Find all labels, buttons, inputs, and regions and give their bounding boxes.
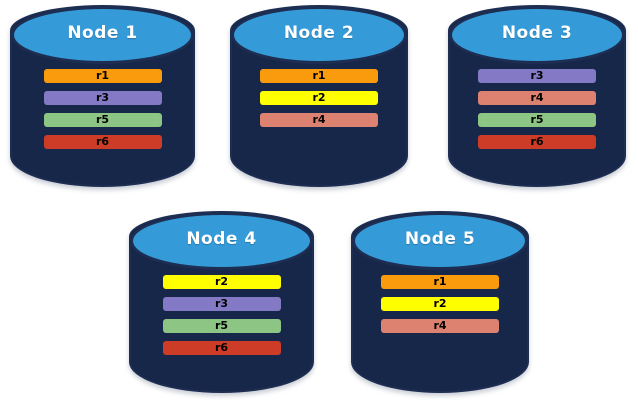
record-label: r5	[214, 319, 229, 332]
record-list: r1 r2 r4	[351, 275, 529, 333]
cylinder-top: Node 4	[130, 212, 313, 270]
record-label: r4	[433, 319, 447, 332]
cylinder-top: Node 2	[231, 6, 407, 64]
record-list: r2 r3 r5 r6	[129, 275, 314, 355]
record-label: r5	[95, 113, 110, 126]
record-label: r3	[214, 297, 229, 310]
record-bar-r5[interactable]: r5	[162, 319, 281, 333]
record-bar-r2[interactable]: r2	[260, 91, 378, 105]
record-list: r3 r4 r5 r6	[448, 69, 626, 149]
record-label: r2	[214, 275, 229, 288]
record-label: r1	[95, 69, 110, 82]
record-bar-r5[interactable]: r5	[43, 113, 162, 127]
record-bar-r4[interactable]: r4	[478, 91, 596, 105]
record-label: r1	[312, 69, 326, 82]
record-label: r5	[530, 113, 544, 126]
database-node-2[interactable]: Node 2 r1 r2 r4	[230, 5, 408, 187]
node-title: Node 5	[404, 228, 476, 249]
cylinder-top: Node 5	[352, 212, 528, 270]
record-bar-r3[interactable]: r3	[478, 69, 596, 83]
node-title: Node 2	[283, 22, 355, 43]
record-label: r2	[312, 91, 326, 104]
database-node-5[interactable]: Node 5 r1 r2 r4	[351, 211, 529, 393]
record-label: r6	[95, 135, 110, 148]
record-bar-r3[interactable]: r3	[43, 91, 162, 105]
node-title: Node 3	[501, 22, 573, 43]
record-list: r1 r3 r5 r6	[10, 69, 195, 149]
record-bar-r3[interactable]: r3	[162, 297, 281, 311]
node-title: Node 4	[186, 228, 257, 249]
record-bar-r6[interactable]: r6	[162, 341, 281, 355]
record-label: r1	[433, 275, 447, 288]
record-bar-r1[interactable]: r1	[43, 69, 162, 83]
record-list: r1 r2 r4	[230, 69, 408, 127]
database-node-1[interactable]: Node 1 r1 r3 r5 r6	[10, 5, 195, 187]
record-bar-r1[interactable]: r1	[381, 275, 499, 289]
cylinder-top: Node 3	[449, 6, 625, 64]
record-label: r3	[95, 91, 110, 104]
database-node-4[interactable]: Node 4 r2 r3 r5 r6	[129, 211, 314, 393]
record-label: r6	[214, 341, 229, 354]
record-bar-r2[interactable]: r2	[381, 297, 499, 311]
record-bar-r1[interactable]: r1	[260, 69, 378, 83]
record-bar-r4[interactable]: r4	[260, 113, 378, 127]
record-bar-r6[interactable]: r6	[478, 135, 596, 149]
record-label: r6	[530, 135, 544, 148]
node-title: Node 1	[67, 22, 138, 43]
record-bar-r6[interactable]: r6	[43, 135, 162, 149]
record-bar-r2[interactable]: r2	[162, 275, 281, 289]
record-bar-r5[interactable]: r5	[478, 113, 596, 127]
cylinder-top: Node 1	[11, 6, 194, 64]
record-bar-r4[interactable]: r4	[381, 319, 499, 333]
database-node-3[interactable]: Node 3 r3 r4 r5 r6	[448, 5, 626, 187]
record-label: r4	[530, 91, 544, 104]
record-label: r4	[312, 113, 326, 126]
record-label: r2	[433, 297, 447, 310]
record-label: r3	[530, 69, 544, 82]
